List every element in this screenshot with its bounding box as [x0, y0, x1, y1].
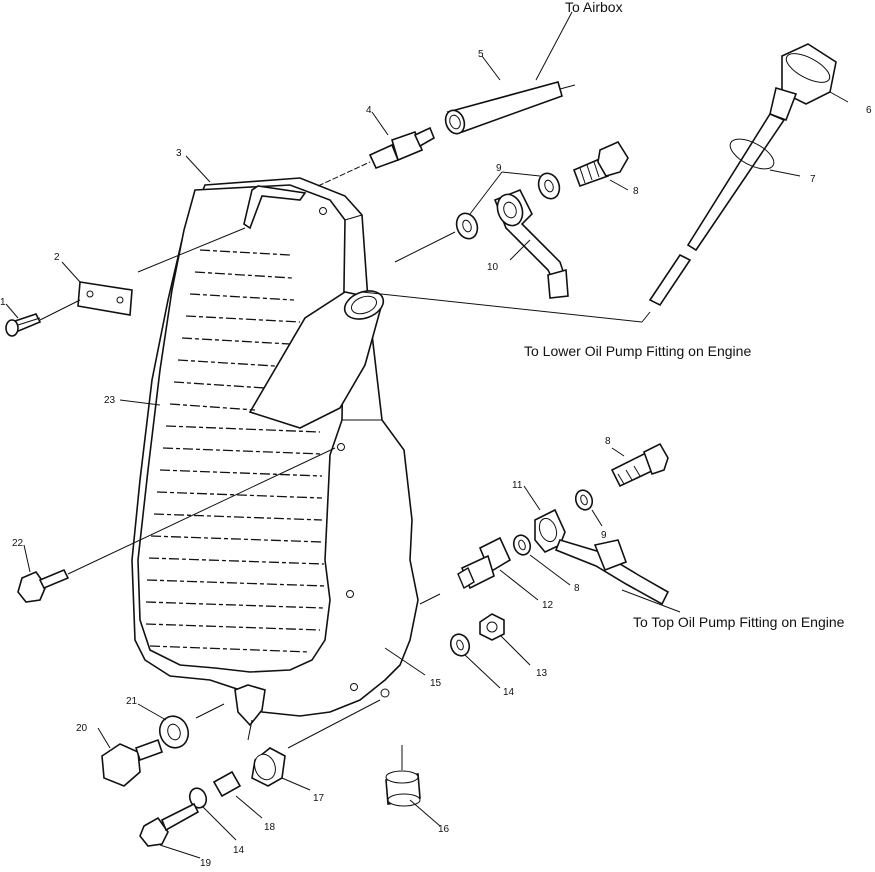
- part-number: 22: [12, 538, 24, 549]
- part-number: 17: [313, 793, 325, 804]
- part-number: 8: [605, 436, 611, 447]
- mounting-bracket: [5, 281, 133, 337]
- leader-lines: [5, 11, 849, 859]
- part-number: 4: [366, 105, 372, 116]
- part-number: 1: [0, 297, 6, 308]
- part-number: 14: [503, 687, 515, 698]
- part-number: 8: [574, 583, 580, 594]
- breather-fitting: [368, 126, 436, 170]
- part-number: 19: [200, 858, 212, 867]
- part-number: 5: [478, 49, 484, 60]
- part-number: 3: [176, 148, 182, 159]
- dipstick: [648, 43, 837, 307]
- lower-hardware: [101, 715, 421, 847]
- part-number: 21: [126, 696, 138, 707]
- part-number: 23: [104, 395, 116, 406]
- part-number: 16: [438, 824, 450, 835]
- part-number: 8: [633, 186, 639, 197]
- part-number: 11: [512, 480, 523, 491]
- callout-to-top-oil-pump: To Top Oil Pump Fitting on Engine: [633, 614, 845, 630]
- part-number: 10: [487, 262, 499, 273]
- part-number: 6: [866, 105, 872, 116]
- part-number: 18: [264, 822, 276, 833]
- bolt-22: [17, 568, 70, 603]
- oil-tank: [131, 177, 419, 727]
- part-number: 13: [536, 668, 548, 679]
- part-number: 15: [430, 678, 442, 689]
- part-number: 14: [233, 845, 245, 856]
- part-number: 20: [76, 723, 88, 734]
- part-number: 7: [810, 174, 816, 185]
- part-number: 9: [496, 163, 502, 174]
- callout-to-airbox: To Airbox: [565, 0, 623, 15]
- part-number: 9: [601, 530, 607, 541]
- breather-hose: [444, 81, 576, 135]
- upper-banjo-fitting: [457, 442, 670, 606]
- callout-labels: To Airbox To Lower Oil Pump Fitting on E…: [524, 0, 845, 630]
- drain-nut: [449, 613, 505, 657]
- part-number: 12: [542, 600, 554, 611]
- callout-to-lower-oil-pump: To Lower Oil Pump Fitting on Engine: [524, 343, 751, 359]
- part-number-labels: 1 2 3 4 5 6 7 8 9 10 8 11 9 8 12 13 14 1…: [0, 49, 872, 869]
- part-number: 2: [54, 252, 60, 263]
- lower-banjo-fitting: [455, 140, 629, 299]
